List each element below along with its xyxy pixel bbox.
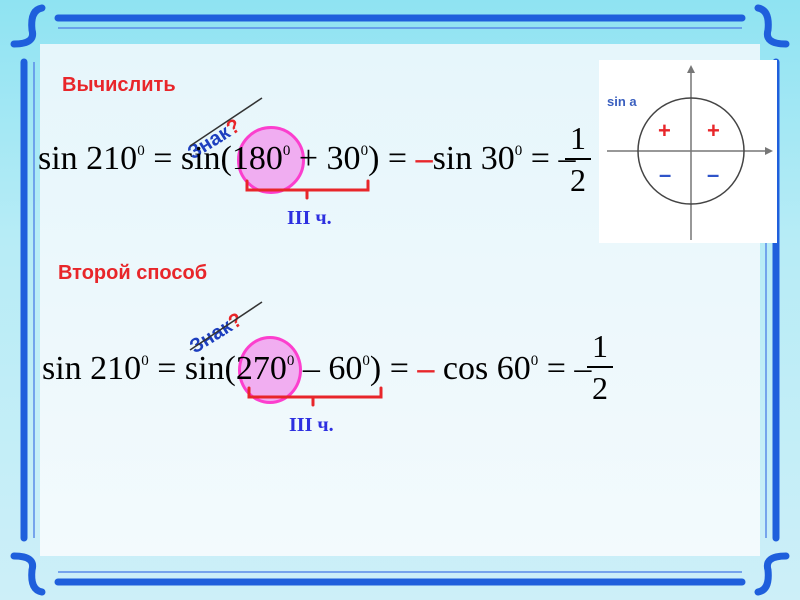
fraction-bar [587,366,613,368]
negative-sign: – [415,140,433,177]
formula-eq-neg: = – [538,350,592,387]
fraction-2: 1 2 [587,330,613,404]
degree-mark: 0 [286,352,295,369]
formula-rhs: cos 60 [434,350,531,387]
formula-rhs: sin 30 [432,140,515,177]
unit-circle-graphic [607,65,773,240]
degree-mark: 0 [362,352,370,369]
formula-angle: 270 [235,350,287,387]
heading-calculate: Вычислить [62,74,176,96]
fraction-1: 1 2 [565,122,591,196]
formula-eq: = [379,140,416,177]
unit-circle-diagram: sin a + + – – [599,60,777,243]
formula-eq-sin: = sin( [144,140,232,177]
formula-close: ) [368,140,380,177]
sin-a-label: sin a [607,94,637,109]
quarter-label-2: III ч. [289,414,334,436]
formula-line-1: sin 2100 = sin(1800 + 300) = –sin 300 = … [38,142,575,176]
formula-line-2: sin 2100 = sin(2700 – 600) = – cos 600 =… [42,352,591,386]
fraction-numerator: 1 [570,120,586,156]
formula-term: – 60 [294,350,363,387]
degree-mark: 0 [282,142,291,159]
y-axis-arrow [687,65,695,73]
x-axis-arrow [765,147,773,155]
fraction-denominator: 2 [592,370,608,406]
formula-eq: = [381,350,418,387]
quarter-label-1: III ч. [287,207,332,229]
degree-mark: 0 [141,352,149,369]
formula-eq-sin: = sin( [148,350,236,387]
degree-mark: 0 [137,142,145,159]
formula-close: ) [369,350,382,387]
formula-lhs: sin 210 [38,140,138,177]
sign-quadrant-4: – [707,162,720,187]
degree-mark: 0 [514,142,523,159]
degree-mark: 0 [360,142,369,159]
unit-circle [637,97,745,205]
fraction-numerator: 1 [592,328,608,364]
formula-term: + 30 [290,140,361,177]
negative-sign: – [417,350,435,387]
formula-angle: 180 [231,140,283,177]
sign-quadrant-3: – [659,162,672,187]
sign-quadrant-2: + [658,118,671,143]
fraction-bar [565,158,591,160]
fraction-denominator: 2 [570,162,586,198]
sign-quadrant-1: + [707,118,720,143]
heading-second-method: Второй способ [58,262,208,284]
formula-lhs: sin 210 [42,350,142,387]
degree-mark: 0 [530,352,539,369]
